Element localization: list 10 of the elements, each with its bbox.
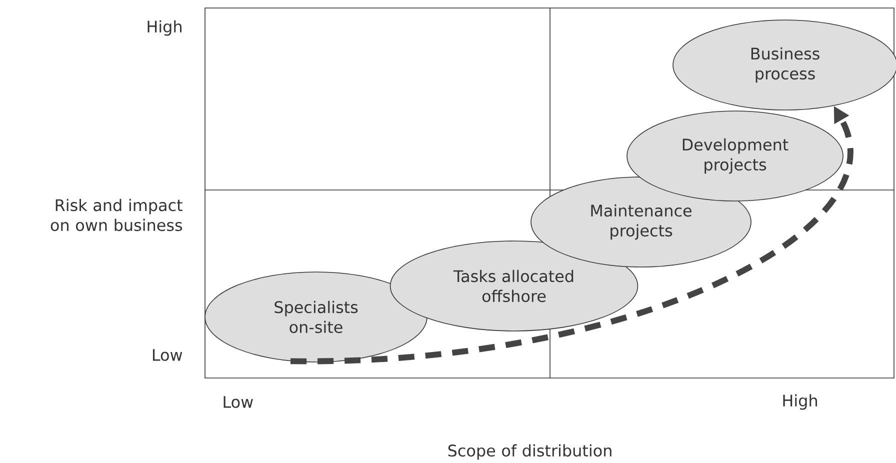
ellipse-node: Specialists on-site	[204, 272, 428, 362]
axis-label: Low	[224, 396, 253, 408]
axis-label: High	[148, 20, 182, 36]
axis-title: Scope of distribution	[448, 444, 612, 460]
axis-label: Low	[152, 349, 182, 361]
ellipse-node: Development projects	[626, 110, 844, 202]
ellipse-node: Business process	[672, 20, 896, 110]
axis-label: High	[783, 394, 817, 410]
axis-label: Risk and impact on own business	[50, 198, 182, 232]
ellipse-node: Tasks allocated offshore	[390, 240, 638, 332]
